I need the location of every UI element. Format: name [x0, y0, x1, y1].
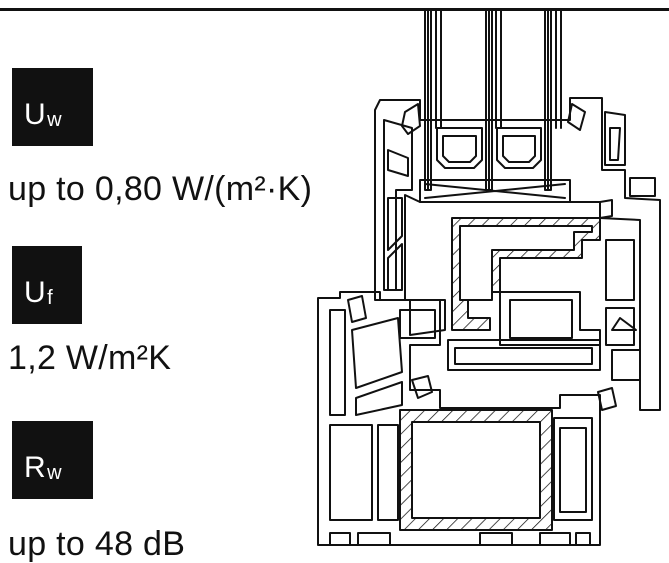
- rw-symbol: R: [24, 451, 47, 484]
- spacer-1: [437, 128, 482, 168]
- gasket-center: [412, 376, 432, 398]
- uw-subscript: w: [47, 109, 62, 131]
- gasket-outer-sash: [402, 104, 420, 134]
- glass-panes: [425, 10, 561, 190]
- top-rule: [0, 8, 669, 11]
- frame-chambers: [330, 310, 592, 520]
- uf-value: 1,2 W/m²K: [8, 339, 172, 377]
- window-profile-cross-section: [300, 0, 669, 563]
- uw-value: up to 0,80 W/(m²·K): [8, 170, 313, 208]
- sash-profile: [375, 98, 660, 410]
- uw-symbol: U: [24, 98, 47, 131]
- gasket-inner-sash: [568, 104, 585, 130]
- sash-chambers: [410, 240, 640, 380]
- frame-base: [330, 533, 590, 545]
- rw-value: up to 48 dB: [8, 525, 186, 563]
- uf-symbol: U: [24, 276, 47, 309]
- gasket-frame-outer: [348, 296, 366, 322]
- sash-reinforcement: [452, 218, 600, 330]
- frame-reinforcement: [400, 410, 552, 530]
- spacer-2: [497, 128, 541, 168]
- glass-spacers: [437, 128, 541, 168]
- rw-subscript: w: [47, 462, 62, 484]
- frame-profile: [318, 292, 600, 545]
- uf-subscript: f: [47, 287, 53, 309]
